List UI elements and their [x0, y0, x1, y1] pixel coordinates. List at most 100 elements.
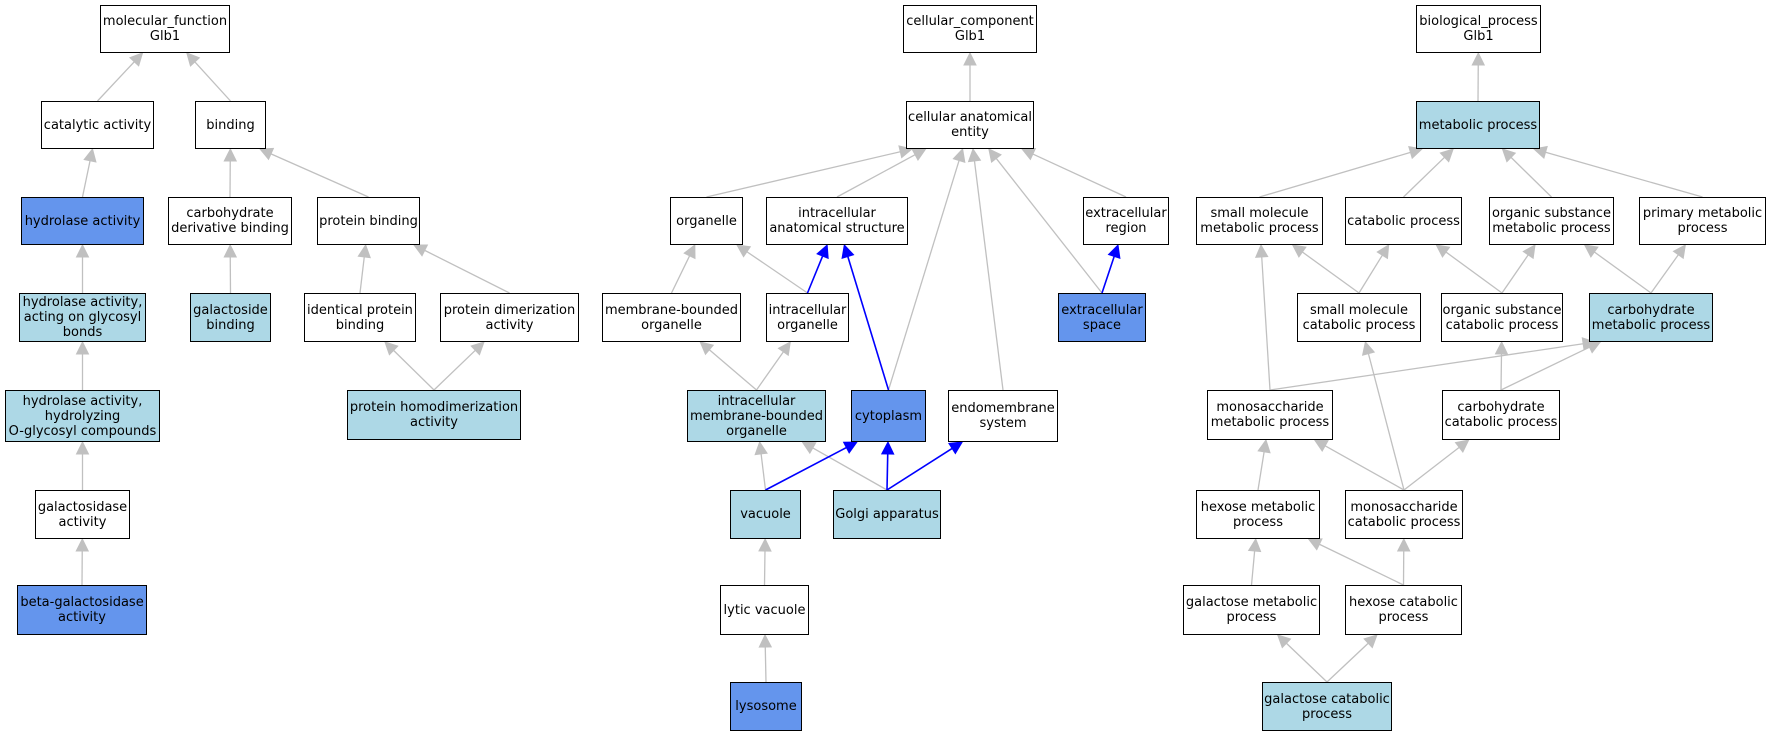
go-term-node: carbohydrate derivative binding	[168, 197, 292, 245]
edge-line	[886, 447, 953, 491]
go-term-node: small molecule metabolic process	[1196, 197, 1323, 245]
edge-line	[1324, 445, 1405, 491]
edge-arrowhead	[75, 440, 90, 455]
edge-arrowhead	[1254, 243, 1269, 258]
go-term-node: molecular_function Glb1	[100, 5, 230, 53]
go-term-node: small molecule catabolic process	[1297, 293, 1421, 342]
edge-line	[1594, 251, 1652, 294]
go-term-node: vacuole	[730, 490, 801, 539]
edge-line	[1403, 446, 1460, 491]
edge-arrowhead	[758, 537, 772, 552]
go-term-node: organic substance metabolic process	[1489, 197, 1614, 245]
go-term-node: carbohydrate catabolic process	[1442, 390, 1560, 440]
go-term-node: metabolic process	[1416, 101, 1540, 149]
edge-line	[1319, 543, 1404, 586]
edge-arrowhead	[967, 147, 982, 163]
edge-line	[755, 351, 784, 391]
edge-line	[1101, 256, 1115, 294]
edge-arrowhead	[1522, 244, 1536, 260]
edge-line	[194, 61, 231, 102]
go-term-node: organic substance catabolic process	[1441, 293, 1563, 342]
edge-arrowhead	[816, 243, 829, 260]
edge-line	[760, 453, 767, 491]
edge-arrowhead	[1471, 51, 1486, 66]
edge-arrowhead	[1532, 145, 1548, 159]
edge-arrowhead	[801, 441, 817, 455]
go-term-node: catabolic process	[1345, 197, 1462, 245]
edge-line	[1501, 254, 1529, 294]
go-term-node: carbohydrate metabolic process	[1589, 293, 1713, 342]
edge-arrowhead	[758, 633, 773, 648]
edge-line	[1269, 343, 1584, 391]
go-term-node: hydrolase activity, acting on glycosyl b…	[19, 293, 146, 342]
edge-arrowhead	[1435, 244, 1451, 258]
edge-line	[765, 446, 847, 491]
edge-arrowhead	[1020, 148, 1037, 161]
edge-line	[812, 447, 888, 491]
go-term-node: cytoplasm	[851, 390, 926, 442]
edge-line	[81, 160, 91, 198]
edge-line	[1545, 151, 1703, 198]
edge-arrowhead	[83, 147, 97, 163]
go-term-node: biological_process Glb1	[1416, 5, 1541, 53]
edge-line	[1257, 451, 1265, 491]
edge-arrowhead	[1291, 244, 1307, 258]
edge-line	[1285, 642, 1328, 683]
edge-arrowhead	[963, 51, 977, 66]
go-term-node: lytic vacuole	[720, 585, 809, 635]
edge-arrowhead	[413, 244, 429, 257]
go-term-node: monosaccharide metabolic process	[1207, 390, 1333, 440]
edge-arrowhead	[948, 441, 964, 455]
edge-line	[1500, 346, 1590, 391]
edge-line	[708, 349, 757, 391]
edge-arrowhead	[1276, 634, 1292, 649]
edge-arrowhead	[1439, 148, 1454, 163]
go-term-node: hydrolase activity, hydrolyzing O-glycos…	[5, 390, 160, 442]
go-term-node: hydrolase activity	[21, 197, 144, 245]
edge-arrowhead	[952, 147, 966, 163]
edge-line	[1261, 256, 1271, 391]
go-term-node: intracellular organelle	[766, 293, 849, 342]
go-term-node: intracellular anatomical structure	[766, 197, 908, 245]
edge-line	[764, 646, 767, 683]
edge-line	[97, 61, 135, 102]
edge-arrowhead	[1363, 634, 1378, 649]
edge-arrowhead	[470, 341, 485, 356]
edge-arrowhead	[1672, 244, 1686, 260]
edge-line	[393, 349, 435, 391]
edge-arrowhead	[1361, 340, 1376, 356]
edge-line	[1358, 254, 1383, 294]
edge-line	[270, 153, 369, 198]
go-term-node: binding	[195, 101, 266, 149]
edge-arrowhead	[1396, 537, 1411, 552]
go-term-node: Golgi apparatus	[833, 490, 941, 539]
edge-line	[706, 151, 901, 198]
go-term-node: beta-galactosidase activity	[17, 585, 147, 635]
go-term-node: cellular anatomical entity	[906, 101, 1034, 149]
edge-arrowhead	[75, 537, 90, 552]
edge-line	[746, 251, 808, 294]
edge-line	[995, 158, 1103, 294]
edge-arrowhead	[75, 340, 90, 355]
go-term-node: monosaccharide catabolic process	[1345, 490, 1463, 539]
go-term-node: primary metabolic process	[1639, 197, 1766, 245]
edge-line	[359, 256, 365, 294]
edge-arrowhead	[186, 52, 201, 67]
edge-arrowhead	[988, 148, 1002, 164]
edge-arrowhead	[880, 440, 895, 455]
go-term-node: intracellular membrane-bounded organelle	[687, 390, 826, 442]
edge-arrowhead	[842, 441, 858, 454]
edge-arrowhead	[1107, 243, 1121, 260]
edge-line	[670, 255, 691, 294]
go-term-node: protein binding	[317, 197, 420, 245]
edge-line	[433, 349, 476, 391]
go-term-node: endomembrane system	[948, 390, 1058, 442]
edge-arrowhead	[384, 341, 399, 356]
go-term-node: galactosidase activity	[35, 490, 130, 539]
edge-line	[1445, 251, 1503, 294]
edge-arrowhead	[777, 341, 791, 357]
edge-arrowhead	[1501, 148, 1517, 163]
edge-line	[1032, 153, 1127, 198]
